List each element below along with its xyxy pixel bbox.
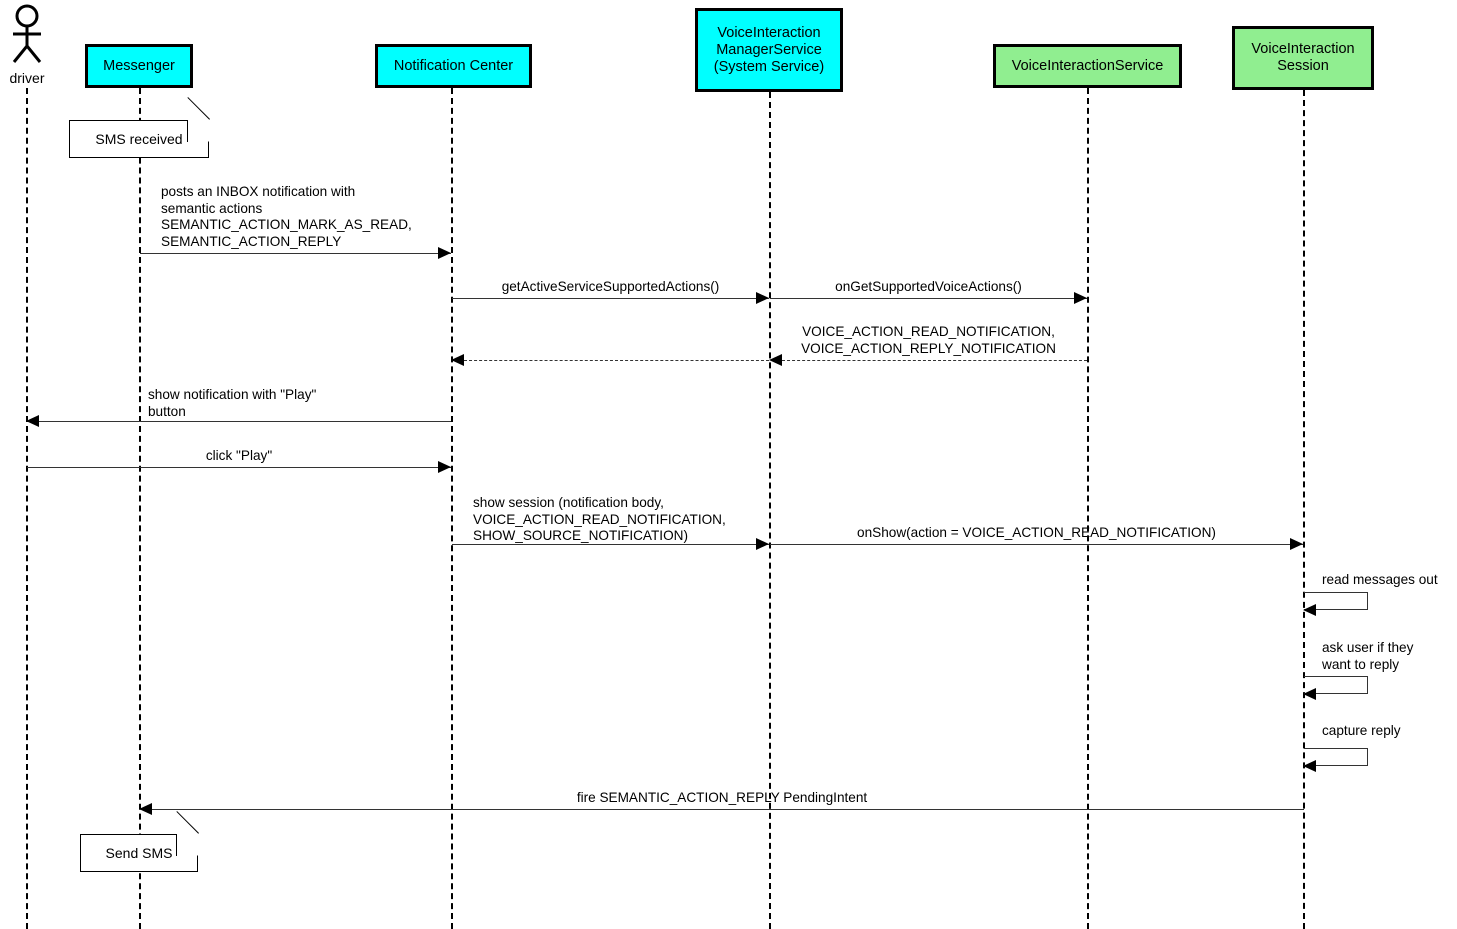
lifeline-voiceinteractionservice — [1087, 88, 1089, 929]
selfloop-ask-user-reply — [1304, 676, 1368, 694]
participant-messenger[interactable]: Messenger — [85, 44, 193, 88]
message-label-show-notification-play: show notification with "Play" button — [148, 387, 317, 419]
message-label-posts-inbox-notification: posts an INBOX notification with semanti… — [161, 184, 412, 249]
note-send-sms-text: Send SMS — [105, 845, 173, 861]
participant-notification-center[interactable]: Notification Center — [375, 44, 532, 88]
actor-driver[interactable]: driver — [0, 4, 54, 86]
message-label-show-session: show session (notification body, VOICE_A… — [473, 495, 726, 543]
arrowhead-left-capture-reply — [1303, 760, 1316, 772]
lifeline-voiceinteractionmanagerservice — [769, 92, 771, 929]
participant-messenger-label: Messenger — [103, 57, 175, 74]
selfloop-read-messages-out — [1304, 592, 1368, 610]
arrowhead-right-posts-inbox-notification — [438, 247, 451, 259]
actor-driver-label: driver — [9, 70, 45, 86]
message-arrow-ongetsupportedvoiceactions — [770, 298, 1087, 299]
arrowhead-right-onshow — [1290, 538, 1303, 550]
note-fold-line — [187, 97, 210, 120]
message-arrow-fire-pendingintent — [152, 809, 1304, 810]
lifeline-notification-center — [451, 88, 453, 929]
message-arrow-getactiveservicesupportedactions — [452, 298, 769, 299]
arrowhead-left-show-notification-play — [26, 415, 39, 427]
message-label-fire-pendingintent: fire SEMANTIC_ACTION_REPLY PendingIntent — [576, 790, 868, 805]
message-arrow-click-play — [27, 467, 451, 468]
arrowhead-right-click-play — [438, 461, 451, 473]
selfloop-capture-reply — [1304, 748, 1368, 766]
lifeline-driver — [26, 88, 28, 929]
message-label-voice-action-return: VOICE_ACTION_READ_NOTIFICATION, VOICE_AC… — [801, 324, 1056, 356]
message-label-click-play: click "Play" — [205, 448, 273, 463]
lifeline-messenger — [139, 88, 141, 929]
note-send-sms-fold-icon — [176, 834, 198, 856]
participant-voiceinteractionmanagerservice[interactable]: VoiceInteraction ManagerService (System … — [695, 8, 843, 92]
message-label-onshow: onShow(action = VOICE_ACTION_READ_NOTIFI… — [857, 525, 1216, 540]
message-label-ongetsupportedvoiceactions: onGetSupportedVoiceActions() — [835, 279, 1022, 294]
note-sms-received: SMS received — [69, 97, 210, 158]
arrowhead-left-voice-action-return — [769, 354, 782, 366]
note-send-sms: Send SMS — [80, 811, 199, 872]
participant-notification-center-label: Notification Center — [393, 57, 514, 74]
participant-voiceinteractionsession-label: VoiceInteraction Session — [1251, 41, 1355, 74]
message-label-getactiveservicesupportedactions: getActiveServiceSupportedActions() — [501, 279, 720, 294]
message-arrow-show-notification-play — [39, 421, 451, 422]
note-fold-edge — [187, 120, 209, 142]
message-arrow-posts-inbox-notification — [140, 253, 451, 254]
lifeline-voiceinteractionsession — [1303, 90, 1305, 929]
message-arrow-onshow — [770, 544, 1303, 545]
message-label-ask-user-reply: ask user if they want to reply — [1322, 640, 1414, 672]
stick-figure-actor-icon — [12, 4, 42, 63]
message-arrow-show-session — [452, 544, 769, 545]
participant-voiceinteractionmanagerservice-label: VoiceInteraction ManagerService (System … — [713, 24, 825, 75]
message-arrow-supported-actions-return — [464, 360, 769, 361]
arrowhead-left-supported-actions-return — [451, 354, 464, 366]
participant-voiceinteractionservice-label: VoiceInteractionService — [1011, 57, 1164, 74]
arrowhead-right-show-session — [756, 538, 769, 550]
arrowhead-left-ask-user-reply — [1303, 688, 1316, 700]
arrowhead-right-getactiveservicesupportedactions — [756, 292, 769, 304]
arrowhead-left-read-messages-out — [1303, 604, 1316, 616]
note-fold-icon — [187, 120, 209, 142]
note-send-sms-fold-edge — [176, 834, 198, 856]
message-label-read-messages-out: read messages out — [1322, 572, 1438, 587]
arrowhead-right-ongetsupportedvoiceactions — [1074, 292, 1087, 304]
participant-voiceinteractionsession[interactable]: VoiceInteraction Session — [1232, 26, 1374, 90]
note-send-sms-fold-line — [176, 811, 199, 834]
participant-voiceinteractionservice[interactable]: VoiceInteractionService — [993, 44, 1182, 88]
note-sms-received-text: SMS received — [95, 131, 183, 147]
message-arrow-voice-action-return — [782, 360, 1087, 361]
message-label-capture-reply: capture reply — [1322, 723, 1401, 738]
arrowhead-left-fire-pendingintent — [139, 803, 152, 815]
